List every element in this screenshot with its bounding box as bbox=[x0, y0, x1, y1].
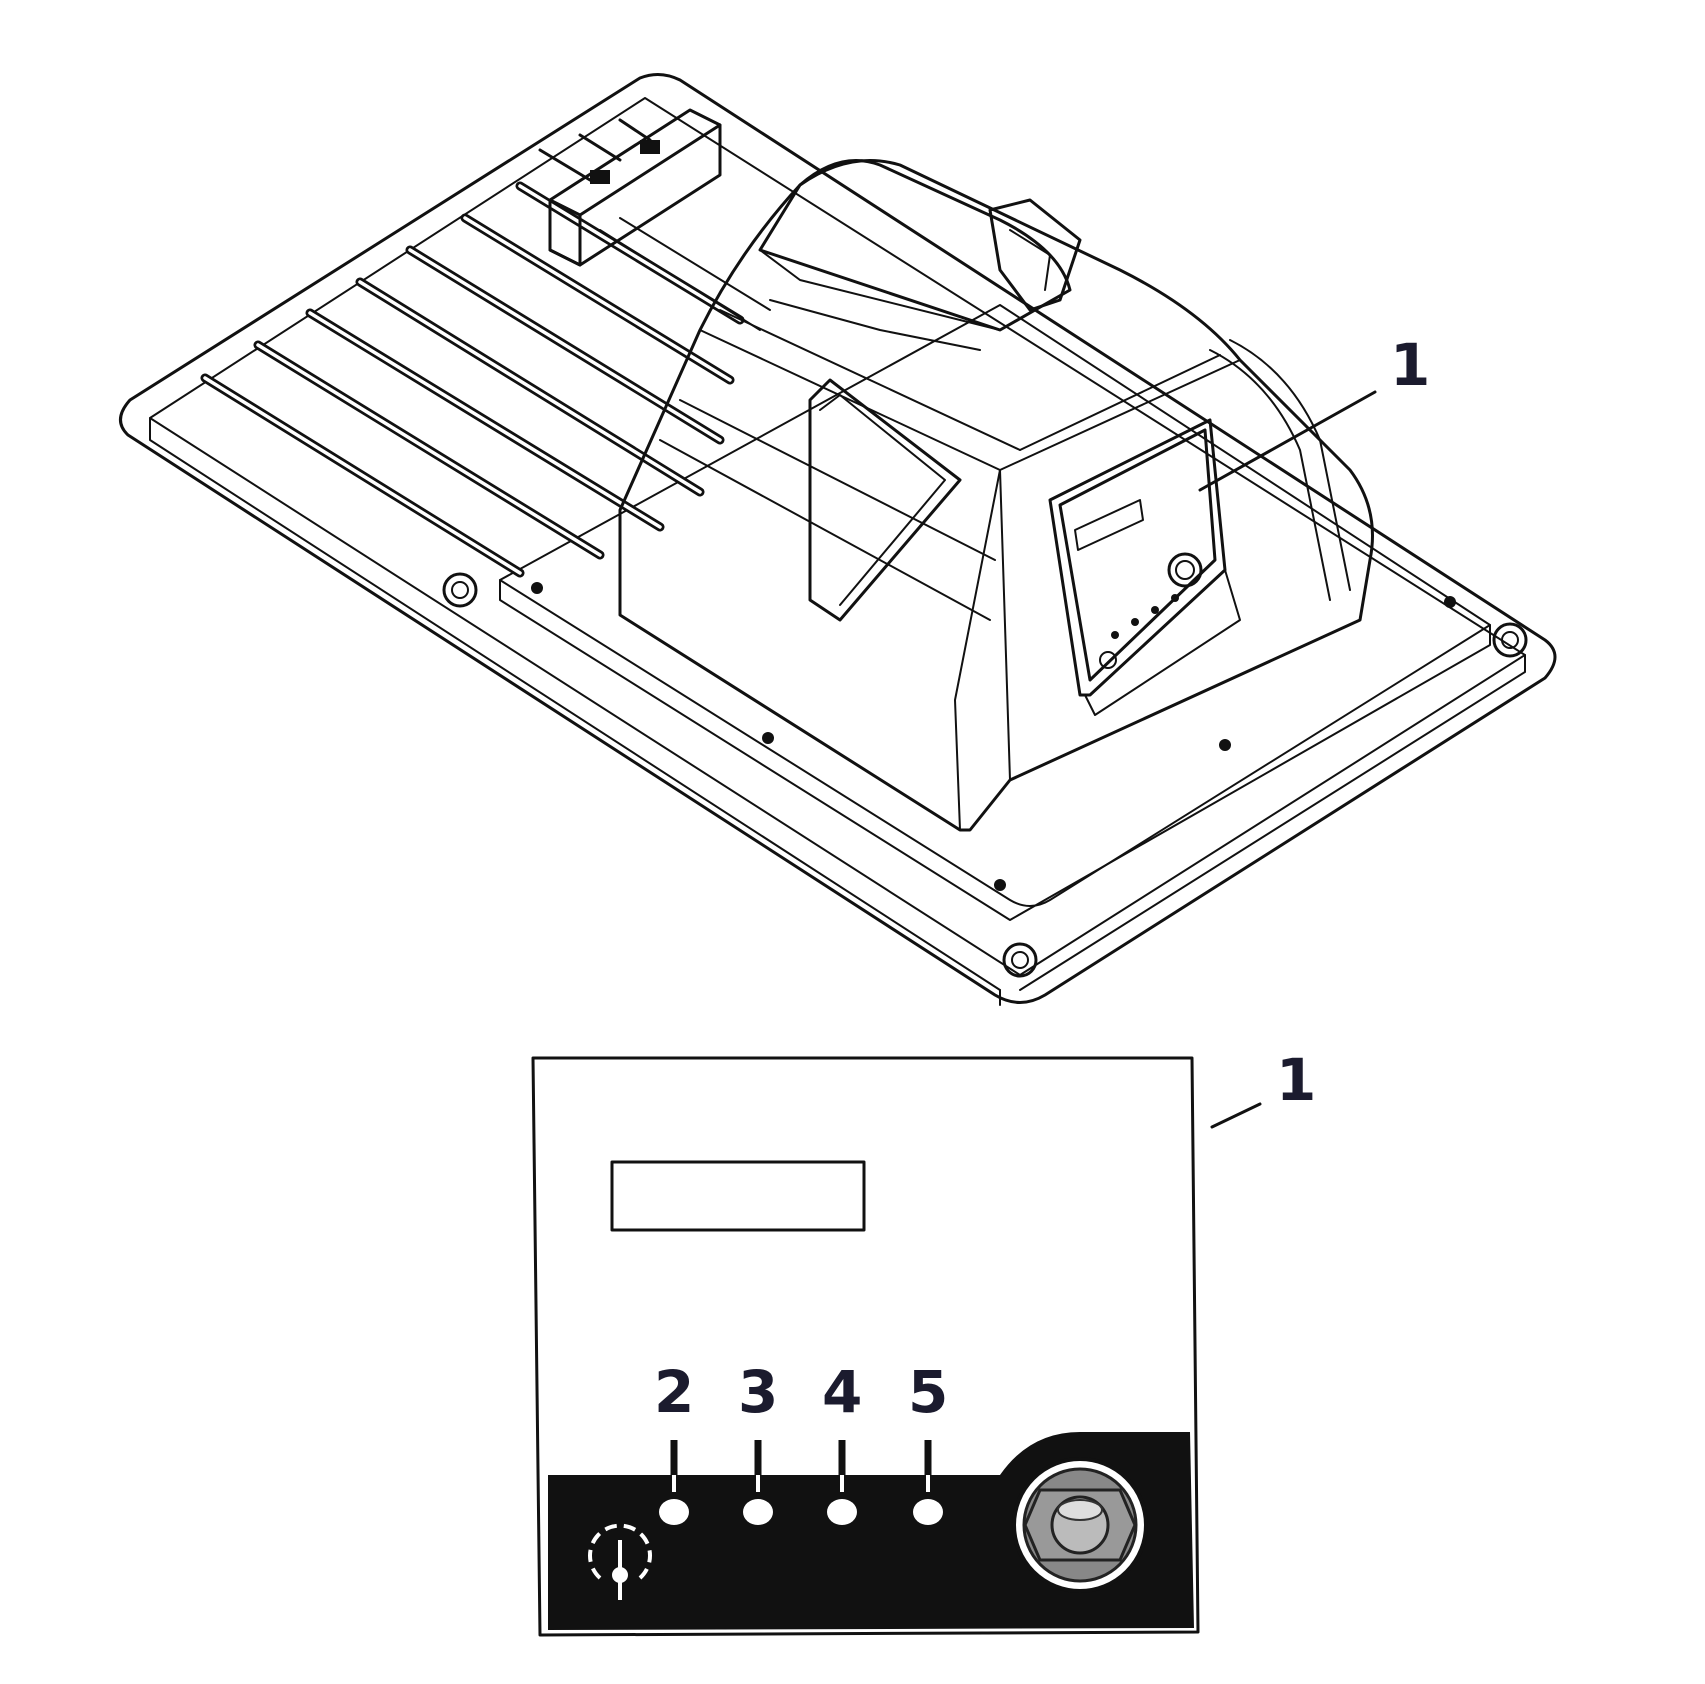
panel-detail-view: 2 3 4 5 1 bbox=[531, 1046, 1316, 1637]
panel-outline bbox=[531, 1056, 1200, 1637]
indicator-leds bbox=[659, 1499, 943, 1525]
callout-1-leader bbox=[1198, 390, 1377, 492]
callout-1-detail: 1 bbox=[1276, 1046, 1316, 1114]
housing-control-panel bbox=[1048, 418, 1241, 716]
clamp-assembly bbox=[538, 108, 771, 331]
callout-1-top: 1 bbox=[1390, 331, 1430, 399]
base-plate bbox=[119, 73, 1557, 1004]
indicator-led-5 bbox=[913, 1499, 943, 1525]
indicator-label-5: 5 bbox=[908, 1358, 948, 1426]
main-housing bbox=[618, 159, 1374, 832]
rail-slots bbox=[200, 181, 745, 578]
indicator-label-3: 3 bbox=[738, 1358, 778, 1426]
mounting-screws bbox=[442, 572, 1528, 978]
indicator-label-4: 4 bbox=[822, 1358, 862, 1426]
device-isometric-view: 1 bbox=[119, 73, 1557, 1006]
power-symbol-icon bbox=[588, 1523, 652, 1600]
indicator-led-2 bbox=[659, 1499, 689, 1525]
indicator-leaders bbox=[670, 1440, 932, 1492]
round-connector-icon bbox=[1012, 1457, 1148, 1593]
indicator-led-4 bbox=[827, 1499, 857, 1525]
indicator-label-2: 2 bbox=[654, 1358, 694, 1426]
display-window bbox=[610, 1160, 866, 1232]
indicator-led-3 bbox=[743, 1499, 773, 1525]
callout-1-detail-leader bbox=[1210, 1102, 1262, 1129]
